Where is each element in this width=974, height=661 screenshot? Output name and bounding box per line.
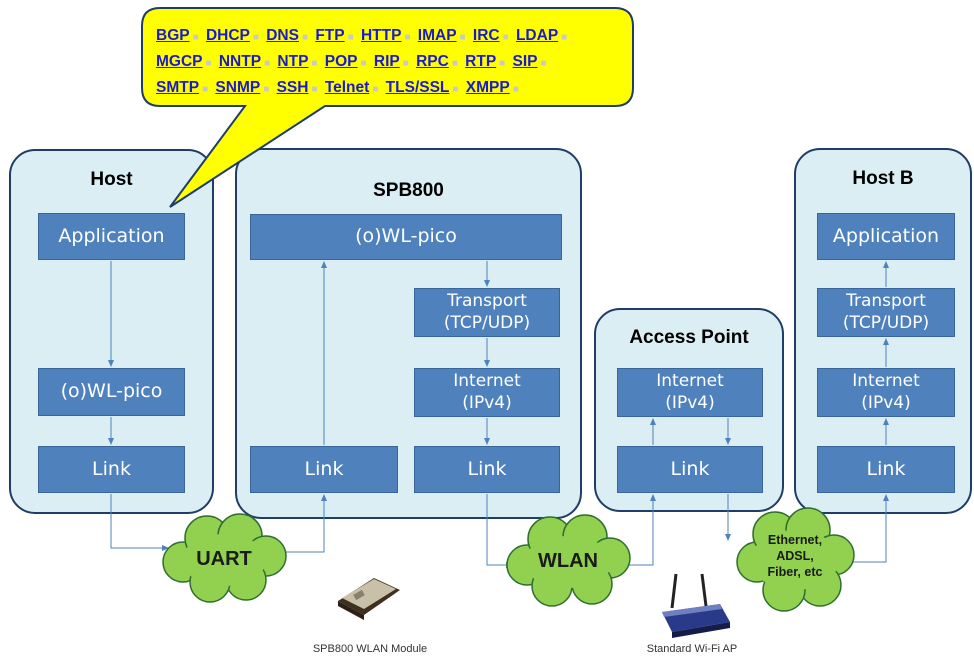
protocol-row-2: MGCP■ NNTP■ NTP■ POP■ RIP■ RPC■ RTP■ SIP… — [156, 53, 547, 70]
host-b-link-label: Link — [866, 457, 906, 480]
spb800-link-right-label: Link — [467, 457, 507, 480]
spb800-transport-sub: (TCP/UDP) — [443, 312, 531, 333]
arrow-spb-link-to-wlan — [486, 494, 513, 568]
protocol-row-1: BGP■ DHCP■ DNS■ FTP■ HTTP■ IMAP■ IRC■ LD… — [156, 27, 568, 44]
ethernet-label-line-2: ADSL, — [776, 549, 814, 563]
uart-label: UART — [196, 548, 252, 570]
protocol-link[interactable]: POP — [324, 53, 358, 70]
host-b-application-label: Application — [832, 224, 940, 247]
access-point-title: Access Point — [629, 327, 749, 348]
host-b-transport-label: Transport — [846, 291, 926, 312]
protocol-link[interactable]: LDAP — [515, 27, 559, 44]
host-b-transport-layer: Transport (TCP/UDP) — [817, 288, 955, 337]
protocol-link[interactable]: RTP — [465, 53, 497, 70]
arrow-wlan-to-ap-link — [626, 494, 656, 566]
protocol-link[interactable]: SNMP — [215, 79, 261, 96]
protocol-link[interactable]: IRC — [472, 27, 500, 44]
host-link-layer: Link — [38, 446, 185, 493]
spb800-title: SPB800 — [373, 180, 444, 201]
spb800-wlpico-layer: (o)WL-pico — [250, 214, 562, 260]
protocol-link[interactable]: MGCP — [156, 53, 203, 70]
arrow-ethernet-to-hostb-link — [846, 494, 889, 563]
spb800-wlpico-label: (o)WL-pico — [355, 225, 457, 248]
spb800-link-left-label: Link — [304, 457, 344, 480]
protocol-link[interactable]: SSH — [276, 79, 309, 96]
protocol-list: BGP■ DHCP■ DNS■ FTP■ HTTP■ IMAP■ IRC■ LD… — [156, 24, 626, 102]
module-caption: SPB800 WLAN Module — [312, 643, 428, 655]
host-b-internet-label: Internet — [852, 371, 920, 392]
host-b-link-layer: Link — [817, 446, 955, 493]
arrow-uart-to-spb-link — [278, 494, 327, 553]
ap-caption: Standard Wi-Fi AP — [646, 643, 738, 655]
spb800-transport-label: Transport — [447, 291, 527, 312]
protocol-link[interactable]: DNS — [266, 27, 299, 44]
wifi-router-image — [662, 573, 730, 638]
ethernet-label-line-3: Fiber, etc — [767, 565, 823, 579]
protocol-link[interactable]: SIP — [512, 53, 538, 70]
protocol-link[interactable]: RIP — [373, 53, 400, 70]
ap-internet-label: Internet — [656, 371, 724, 392]
spb800-internet-label: Internet — [453, 371, 521, 392]
ap-internet-layer: Internet (IPv4) — [617, 368, 763, 417]
spb800-transport-layer: Transport (TCP/UDP) — [414, 288, 560, 337]
spb800-internet-layer: Internet (IPv4) — [414, 368, 560, 417]
ap-link-layer: Link — [617, 446, 763, 493]
host-title: Host — [90, 169, 133, 190]
uart-cloud-shape — [162, 513, 287, 603]
protocol-row-3: SMTP■ SNMP■ SSH■ Telnet■ TLS/SSL■ XMPP■ — [156, 79, 519, 96]
host-wlpico-layer: (o)WL-pico — [38, 368, 185, 416]
protocol-link[interactable]: BGP — [156, 27, 190, 44]
host-link-label: Link — [92, 457, 131, 480]
wlan-cloud-shape — [506, 514, 631, 607]
arrow-host-link-to-uart — [110, 494, 169, 551]
protocol-link[interactable]: RPC — [416, 53, 449, 70]
protocol-link[interactable]: NTP — [277, 53, 309, 70]
ethernet-cloud-shape — [736, 507, 855, 612]
ethernet-cloud-label: Ethernet, ADSL, Fiber, etc — [755, 532, 835, 580]
protocol-link[interactable]: XMPP — [465, 79, 510, 96]
host-wlpico-label: (o)WL-pico — [60, 380, 163, 403]
protocol-link[interactable]: IMAP — [417, 27, 457, 44]
spb800-link-left-layer: Link — [250, 446, 398, 493]
host-application-label: Application — [58, 224, 165, 247]
spb800-internet-sub: (IPv4) — [462, 392, 512, 413]
protocol-link[interactable]: SMTP — [156, 79, 200, 96]
ethernet-label-line-1: Ethernet, — [767, 533, 823, 547]
protocol-link[interactable]: Telnet — [324, 79, 370, 96]
spb800-module-image — [338, 578, 400, 620]
ap-internet-sub: (IPv4) — [665, 392, 715, 413]
protocol-link[interactable]: NNTP — [218, 53, 262, 70]
ap-link-label: Link — [670, 457, 710, 480]
protocol-link[interactable]: TLS/SSL — [385, 79, 450, 96]
protocol-link[interactable]: DHCP — [205, 27, 250, 44]
protocol-link[interactable]: FTP — [315, 27, 345, 44]
protocol-link[interactable]: HTTP — [360, 27, 402, 44]
host-b-internet-sub: (IPv4) — [861, 392, 911, 413]
host-b-title: Host B — [852, 168, 914, 189]
host-b-internet-layer: Internet (IPv4) — [817, 368, 955, 417]
host-b-transport-sub: (TCP/UDP) — [842, 312, 930, 333]
protocol-callout — [141, 7, 634, 208]
host-application-layer: Application — [38, 213, 185, 260]
spb800-link-right-layer: Link — [414, 446, 560, 493]
host-b-application-layer: Application — [817, 213, 955, 260]
wlan-label: WLAN — [538, 550, 598, 572]
